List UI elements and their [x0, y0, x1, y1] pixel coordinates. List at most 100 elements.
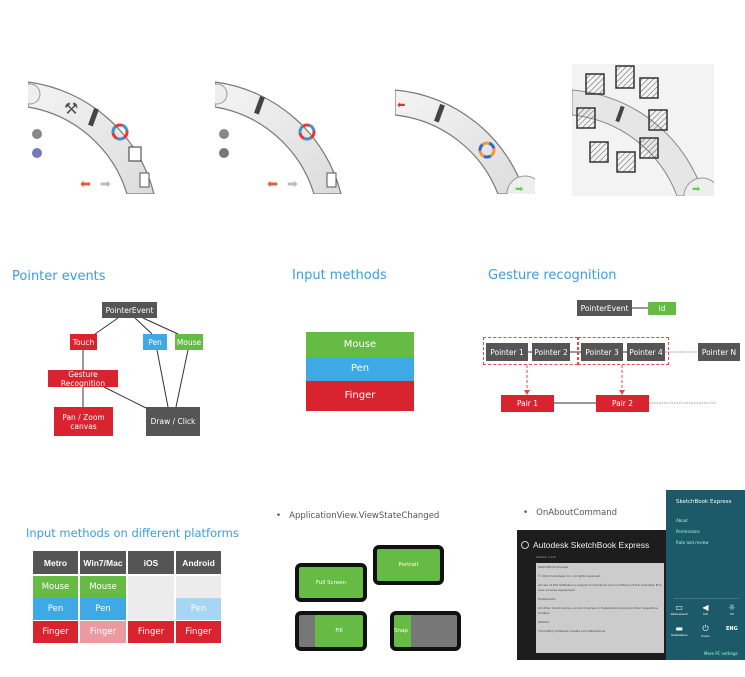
quick-label: 100	[702, 612, 708, 616]
back-button-icon[interactable]	[521, 541, 529, 549]
network-icon[interactable]: ▭adsknetwork	[667, 603, 691, 616]
charm-quick-settings: ▭adsknetwork ◀100 ☼50 ▬Notifications ⏻Po…	[667, 603, 744, 638]
settings-icon	[215, 83, 228, 105]
layer-pen: Pen	[306, 357, 414, 381]
quick-label: Notifications	[670, 633, 688, 637]
node-pan-zoom: Pan / Zoom canvas	[54, 407, 113, 436]
layers-icon	[139, 172, 150, 188]
gr-pointer-event: PointerEvent	[577, 300, 632, 316]
quick-label: Power	[701, 634, 710, 638]
gesture-recognition-title: Gesture recognition	[488, 268, 617, 283]
more-pc-settings-link[interactable]: More PC settings	[704, 651, 738, 656]
redo-icon: ➡	[515, 184, 524, 194]
charm-link-rate[interactable]: Rate and review	[676, 540, 709, 545]
undo-icon: ⬅	[267, 177, 278, 192]
about-line: © 2012 Autodesk, Inc. All rights reserve…	[538, 574, 602, 578]
notifications-icon[interactable]: ▬Notifications	[667, 624, 691, 638]
volume-icon[interactable]: ◀100	[693, 603, 717, 616]
about-bullet-text: OnAboutCommand	[536, 508, 618, 518]
radial-menu-panel-2: ⬅➡	[215, 80, 355, 194]
cell-android-empty	[176, 576, 221, 598]
settings-icon[interactable]	[28, 83, 41, 105]
charm-divider	[674, 598, 739, 599]
pointer-1: Pointer 1	[486, 343, 528, 361]
cell-ios-empty	[128, 576, 174, 620]
charm-title: SketchBook Express	[676, 499, 732, 505]
color-swatch-icon	[219, 148, 229, 158]
settings-charm: SketchBook Express About Permissions Rat…	[666, 490, 745, 660]
cell-metro-pen: Pen	[33, 598, 78, 620]
node-gesture-recognition: Gesture Recognition	[48, 370, 118, 388]
cell-win-pen: Pen	[80, 598, 126, 620]
about-version: Version 1.0.0	[536, 555, 556, 559]
about-line: Trademarks	[538, 597, 556, 601]
input-methods-title: Input methods	[292, 268, 387, 283]
about-line: All other brand names, product names or …	[538, 606, 658, 615]
node-touch: Touch	[70, 334, 97, 350]
pair-2: Pair 2	[596, 395, 649, 412]
pointer-events-title: Pointer events	[12, 269, 106, 284]
about-line: All use of this Software is subject to t…	[538, 583, 662, 592]
about-app-title: Autodesk SketchBook Express	[533, 540, 650, 550]
color-wheel-icon	[478, 141, 496, 159]
pair-1: Pair 1	[501, 395, 554, 412]
undo-icon: ⬅	[397, 100, 405, 111]
state-label: Full Screen	[315, 579, 347, 586]
cell-android-finger: Finger	[176, 621, 221, 643]
platforms-title: Input methods on different platforms	[26, 526, 239, 540]
cell-ios-finger: Finger	[128, 621, 174, 643]
header-ios: iOS	[128, 551, 174, 574]
tools-icon: ⚒	[64, 99, 78, 118]
keyboard-icon[interactable]: ENG	[720, 624, 744, 638]
pointer-2: Pointer 2	[532, 343, 570, 361]
color-swatch-icon	[32, 148, 42, 158]
brush-icon	[88, 107, 99, 127]
about-text-area: SketchBook Express © 2012 Autodesk, Inc.…	[536, 563, 664, 653]
view-state-bullet-text: ApplicationView.ViewStateChanged	[289, 511, 440, 521]
about-bullet: • OnAboutCommand	[523, 508, 618, 518]
pointer-3: Pointer 3	[581, 343, 623, 361]
node-pen: Pen	[143, 334, 167, 350]
header-metro: Metro	[33, 551, 78, 574]
about-line: SketchBook Express	[538, 565, 569, 569]
pencil-icon	[32, 129, 42, 139]
layer-finger: Finger	[306, 381, 414, 411]
pointer-n: Pointer N	[698, 343, 740, 361]
redo-icon: ➡	[287, 177, 298, 192]
brush-icon	[615, 105, 625, 123]
power-icon[interactable]: ⏻Power	[693, 624, 717, 638]
layer-mouse: Mouse	[306, 332, 414, 357]
cell-win-finger: Finger	[80, 621, 126, 643]
quick-label: adsknetwork	[670, 612, 688, 616]
quick-label: 50	[730, 612, 734, 616]
charm-link-about[interactable]: About	[676, 518, 688, 523]
gr-id: id	[648, 302, 676, 315]
header-android: Android	[176, 551, 221, 574]
quick-label: ENG	[725, 626, 738, 632]
layers-icon	[326, 172, 337, 188]
state-label: Fill	[335, 628, 343, 634]
node-draw-click: Draw / Click	[146, 407, 200, 436]
radial-menu-panel-4: ➡	[572, 64, 714, 196]
node-pointer-event: PointerEvent	[102, 302, 157, 318]
state-portrait: Portrait	[373, 545, 444, 585]
color-wheel-icon	[298, 123, 316, 141]
about-line: Patents	[538, 620, 550, 624]
radial-menu-panel-1: ⚒ ⬅ ➡	[28, 80, 168, 194]
redo-icon: ➡	[100, 177, 111, 192]
about-line: Third-Party Software Credits and Attribu…	[538, 629, 606, 633]
charm-link-permissions[interactable]: Permissions	[676, 529, 700, 534]
brightness-icon[interactable]: ☼50	[720, 603, 744, 616]
header-win7mac: Win7/Mac	[80, 551, 126, 574]
cell-metro-mouse: Mouse	[33, 576, 78, 598]
cell-android-pen: Pen	[176, 598, 221, 620]
radial-menu-image: ⚒ ⬅ ➡	[28, 81, 155, 194]
color-wheel-icon	[111, 123, 129, 141]
state-fill: Fill	[295, 611, 367, 651]
undo-icon: ⬅	[80, 177, 91, 192]
state-full-screen: Full Screen	[295, 563, 367, 602]
pair-group-1	[483, 337, 578, 365]
hatched-buttons	[576, 65, 668, 173]
radial-menu-sketch-image: ➡	[572, 64, 714, 196]
